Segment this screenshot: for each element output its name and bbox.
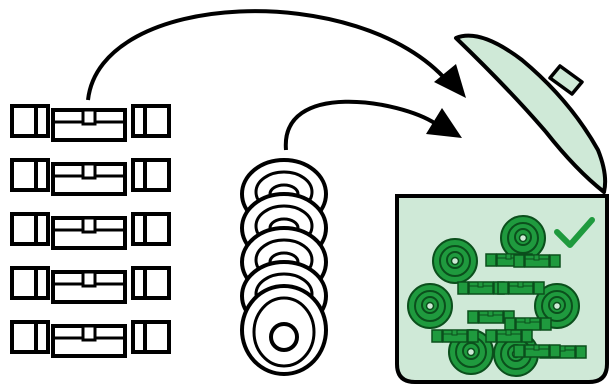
cylinder-stack xyxy=(10,104,171,358)
disc-part-icon xyxy=(432,238,478,284)
lock-cylinder-icon xyxy=(513,254,561,268)
checkmark-icon xyxy=(554,217,595,248)
lock-cylinder-icon xyxy=(485,329,533,343)
lock-cylinder-icon xyxy=(10,158,171,196)
lock-cylinder-icon xyxy=(513,344,561,358)
lock-cylinder-icon xyxy=(504,317,552,331)
disc-part-icon xyxy=(407,283,453,329)
pot-lid-icon xyxy=(454,33,608,194)
disc-stack xyxy=(240,158,328,376)
lock-cylinder-icon xyxy=(10,104,171,142)
curved-arrow-icon xyxy=(283,99,462,151)
lock-cylinder-icon xyxy=(457,281,505,295)
lock-cylinder-icon xyxy=(10,212,171,250)
lock-cylinder-icon xyxy=(10,320,171,358)
disc-part-icon xyxy=(240,284,328,376)
curved-arrow-icon xyxy=(86,9,466,101)
lock-cylinder-icon xyxy=(10,266,171,304)
lock-cylinder-icon xyxy=(431,329,479,343)
lock-cylinder-icon xyxy=(497,281,545,295)
